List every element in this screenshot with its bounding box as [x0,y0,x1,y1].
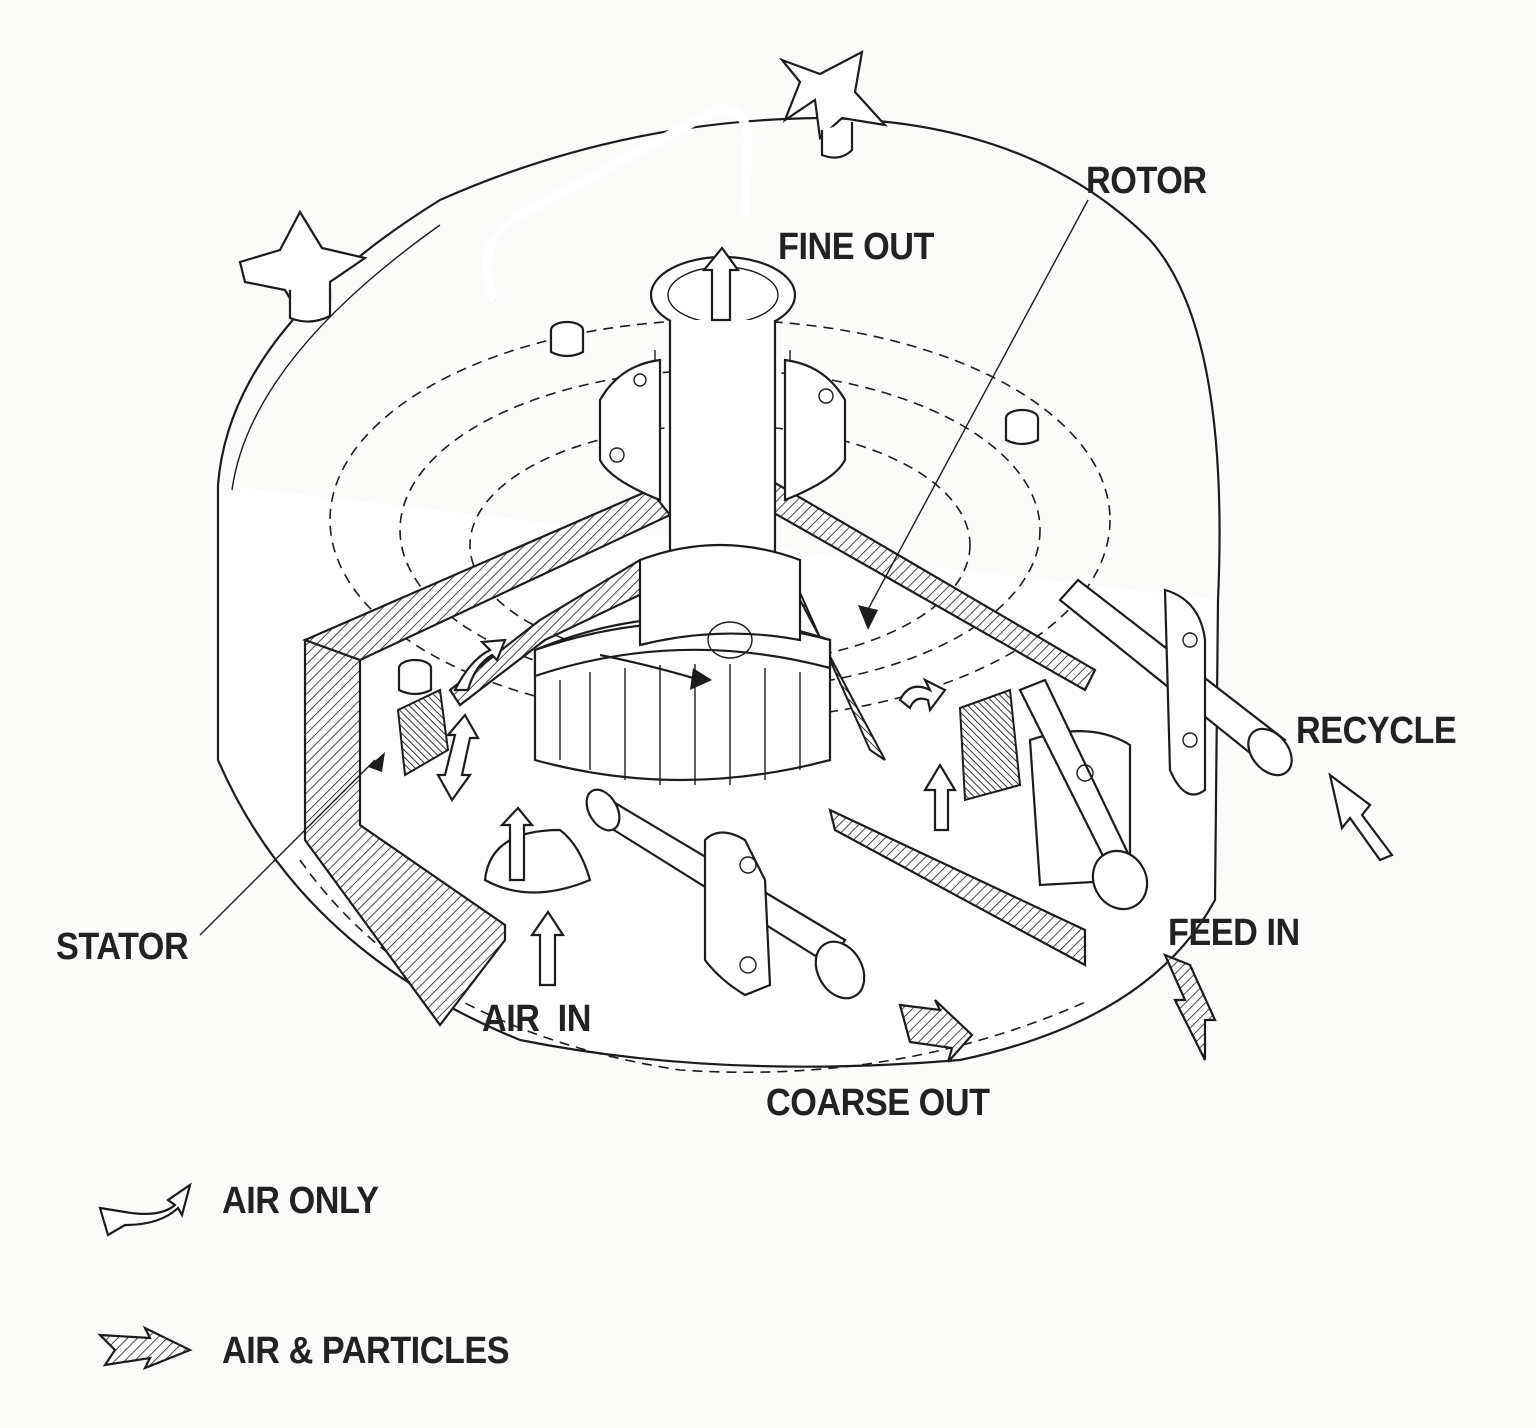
legend-air-particles-icon [97,1325,193,1371]
cap-screw-icon [397,320,1040,696]
label-stator: STATOR [56,926,189,968]
rotor [533,543,832,785]
knob-left-icon[interactable] [238,209,368,323]
label-fine-out: FINE OUT [778,226,934,268]
label-rotor: ROTOR [1086,160,1207,202]
legend-air-only-icon [98,1182,192,1237]
recycle-pipe [1058,578,1293,796]
knob-right-icon[interactable] [778,49,888,159]
leader-lines [199,199,1089,936]
fine-outlet-tube [598,255,847,574]
label-air-in: AIR IN [482,998,591,1040]
lid-handle-icon[interactable] [482,103,753,302]
air-only-arrows [436,246,957,987]
cutaway-section [302,478,1097,1027]
feed-pipe [585,788,866,1000]
air-particle-arrows [898,772,1394,1063]
label-feed-in: FEED IN [1168,912,1300,954]
legend-air-particles: AIR & PARTICLES [222,1330,510,1372]
legend-air-only: AIR ONLY [222,1180,379,1222]
inner-pipe [1018,678,1149,911]
label-coarse-out: COARSE OUT [766,1082,990,1124]
label-recycle: RECYCLE [1296,710,1457,752]
